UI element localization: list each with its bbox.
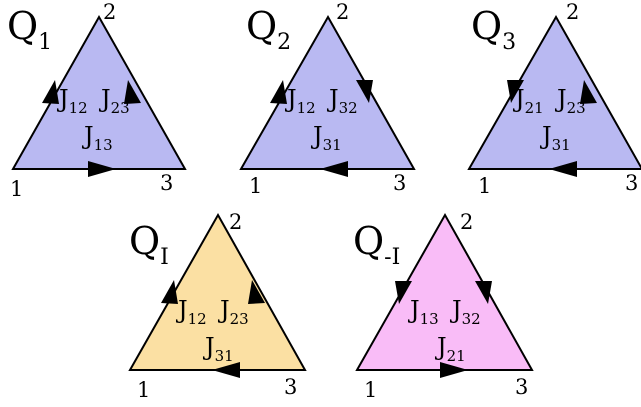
panel-q-neg-i: Q-I 2 1 3 J13 J32 J21: [353, 210, 534, 402]
vertex-label-1: 1: [137, 378, 150, 402]
vertex-label-1: 1: [10, 177, 23, 201]
panel-q2: Q2 2 1 3 J12 J32 J31: [239, 0, 416, 198]
current-label-q3-c: J31: [539, 122, 571, 154]
current-label-q3-b: J23: [554, 85, 586, 117]
current-label-q-neg-i-b: J32: [449, 296, 481, 328]
arrow-down-right-q3: [580, 80, 597, 104]
current-label-q1-c: J13: [81, 122, 113, 154]
vertex-label-2: 2: [460, 210, 473, 234]
vertex-label-1: 1: [364, 378, 377, 402]
arrow-up-left-q2: [270, 80, 287, 104]
panel-q3: Q3 2 1 3 J21 J23 J31: [467, 0, 641, 198]
current-label-q3-a: J21: [512, 85, 544, 117]
arrow-up-right-q-neg-i: [475, 281, 492, 304]
vertex-label-2: 2: [103, 0, 116, 24]
panel-title-q2: Q2: [246, 4, 291, 55]
vertex-label-2: 2: [336, 0, 349, 24]
arrow-left-bottom-q2: [320, 161, 348, 177]
panel-qi: QI 2 1 3 J12 J23 J31: [128, 210, 307, 402]
arrow-right-bottom-q-neg-i: [440, 362, 468, 378]
vertex-label-1: 1: [478, 174, 491, 198]
arrow-left-bottom-q3: [549, 161, 577, 177]
arrow-down-right-q1: [124, 80, 141, 104]
panel-title-qi: QI: [129, 219, 169, 270]
panel-q1: Q1 2 1 3 J12 J23 J13: [7, 0, 187, 201]
panel-title-q3: Q3: [471, 4, 516, 55]
current-label-qi-b: J23: [217, 296, 249, 328]
vertex-label-3: 3: [515, 375, 528, 399]
current-label-qi-a: J12: [175, 296, 207, 328]
vertex-label-2: 2: [229, 210, 242, 234]
current-label-q2-b: J32: [326, 85, 358, 117]
current-label-q-neg-i-a: J13: [407, 296, 439, 328]
vertex-label-3: 3: [625, 171, 638, 195]
current-label-q2-c: J31: [310, 122, 342, 154]
panel-title-q-neg-i: Q-I: [353, 219, 400, 270]
vertex-label-3: 3: [160, 171, 173, 195]
panel-title-q1: Q1: [7, 4, 52, 55]
arrow-right-bottom-q1: [88, 161, 116, 177]
vertex-label-2: 2: [566, 0, 579, 24]
vertex-label-1: 1: [249, 174, 262, 198]
current-label-q-neg-i-c: J21: [434, 333, 466, 365]
current-label-q1-a: J12: [56, 85, 88, 117]
arrow-up-left-qi: [161, 280, 178, 304]
current-label-q2-a: J12: [284, 85, 316, 117]
arrow-left-bottom-qi: [212, 362, 240, 378]
vertex-label-3: 3: [284, 375, 297, 399]
arrow-down-right-q2: [356, 80, 373, 103]
arrow-down-right-qi: [248, 280, 265, 304]
current-label-qi-c: J31: [202, 333, 234, 365]
arrow-down-left-q-neg-i: [395, 281, 412, 304]
arrow-up-left-q1: [42, 80, 59, 104]
vertex-label-3: 3: [393, 171, 406, 195]
current-label-q1-b: J23: [98, 85, 130, 117]
arrow-down-left-q3: [507, 80, 524, 103]
